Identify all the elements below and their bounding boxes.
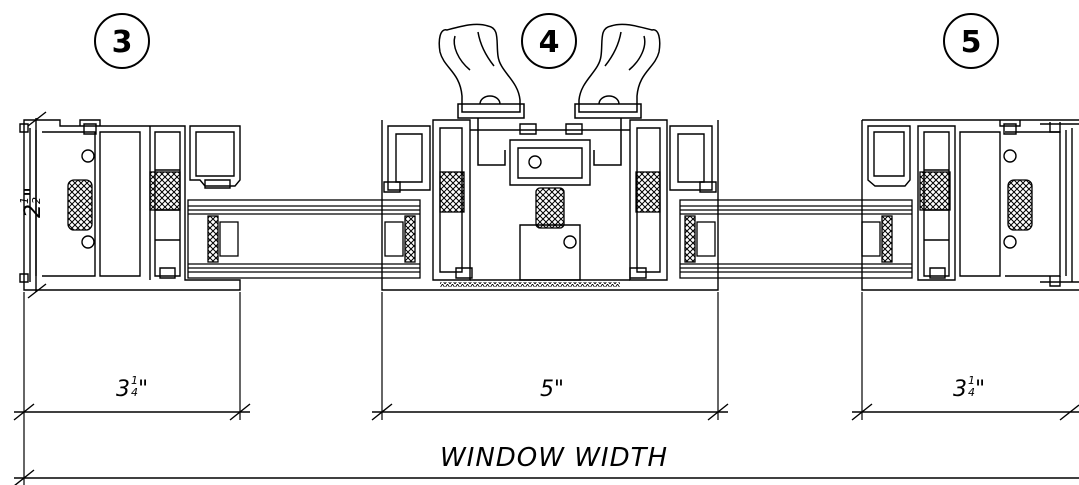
right-gasket bbox=[1007, 179, 1033, 231]
center-gasket bbox=[535, 187, 565, 229]
detail-number: 5 bbox=[961, 25, 982, 60]
detail-callout-3: 3 bbox=[94, 13, 150, 69]
extension-lines bbox=[23, 292, 863, 485]
right-weatherstrip bbox=[919, 171, 951, 211]
svg-text:": " bbox=[975, 377, 985, 402]
left-width-label: 3 1 4 " bbox=[116, 374, 148, 402]
left-weatherstrip bbox=[149, 171, 181, 211]
svg-text:4: 4 bbox=[131, 386, 138, 399]
detail-number: 3 bbox=[112, 25, 133, 60]
center-mullion bbox=[381, 119, 719, 291]
svg-text:": " bbox=[21, 187, 46, 197]
svg-text:4: 4 bbox=[968, 386, 975, 399]
svg-text:2: 2 bbox=[30, 197, 43, 204]
right-jamb-frame bbox=[861, 119, 1079, 291]
right-glass-unit bbox=[679, 199, 913, 279]
svg-text:5": 5" bbox=[540, 377, 564, 402]
left-gasket bbox=[67, 179, 93, 231]
svg-text:1: 1 bbox=[131, 374, 138, 387]
svg-text:1: 1 bbox=[968, 374, 975, 387]
svg-text:3: 3 bbox=[953, 377, 967, 402]
detail-callout-5: 5 bbox=[943, 13, 999, 69]
right-handle bbox=[574, 23, 661, 166]
center-left-weatherstrip bbox=[439, 171, 465, 213]
svg-text:3: 3 bbox=[116, 377, 130, 402]
detail-number: 4 bbox=[539, 25, 560, 60]
height-dimension-label: 2 1 2 " bbox=[18, 187, 46, 218]
right-width-label: 3 1 4 " bbox=[953, 374, 985, 402]
center-right-weatherstrip bbox=[635, 171, 661, 213]
dimension-lines bbox=[13, 403, 1079, 485]
left-handle bbox=[438, 23, 525, 166]
height-dimension bbox=[27, 111, 47, 299]
detail-callout-4: 4 bbox=[521, 13, 577, 69]
svg-text:2: 2 bbox=[21, 204, 46, 218]
window-width-label: WINDOW WIDTH bbox=[440, 443, 668, 473]
serrated-strip bbox=[440, 282, 620, 287]
svg-text:": " bbox=[138, 377, 148, 402]
center-width-label: 5" bbox=[540, 377, 564, 402]
svg-text:1: 1 bbox=[18, 197, 31, 204]
left-glass-unit bbox=[187, 199, 421, 279]
